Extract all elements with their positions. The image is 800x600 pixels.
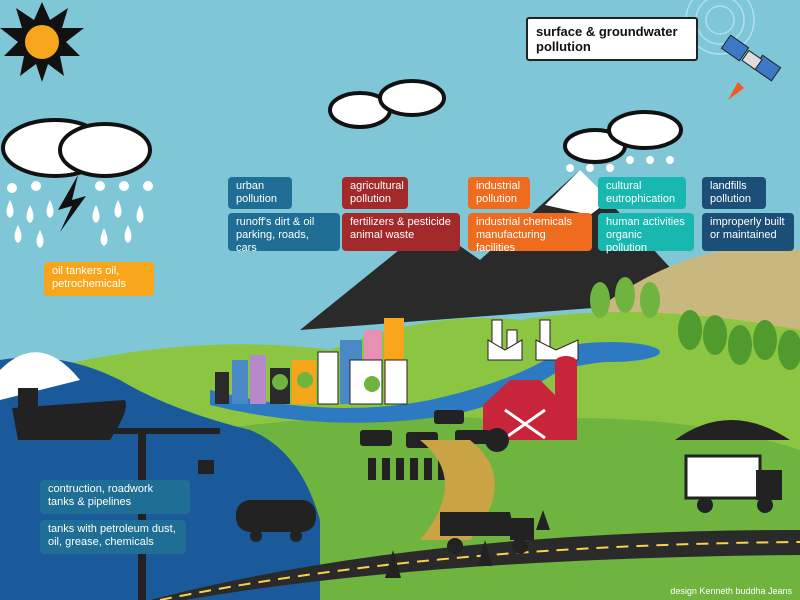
landfills-pollution-detail: improperly built or maintained — [702, 213, 794, 251]
design-credit: design Kenneth buddha Jeans — [670, 586, 792, 596]
garbage-truck-icon — [684, 454, 782, 513]
city-buildings — [215, 318, 408, 405]
urban-pollution-detail: runoff's dirt & oil parking, roads, cars — [228, 213, 340, 254]
rain-cloud-right — [563, 110, 683, 172]
lake — [560, 342, 660, 362]
sun-icon — [0, 2, 84, 82]
construction-label: contruction, roadwork tanks & pipelines — [40, 480, 190, 514]
landfills-pollution-heading: landfills pollution — [702, 177, 766, 209]
oil-tankers-label: oil tankers oil, petrochemicals — [44, 262, 154, 296]
petroleum-tanks-label: tanks with petroleum dust, oil, grease, … — [40, 520, 186, 554]
page-title: surface & groundwater pollution — [526, 17, 698, 61]
landfill-pile — [675, 420, 790, 440]
agricultural-pollution-detail: fertilizers & pesticide animal waste — [342, 213, 460, 251]
urban-pollution-heading: urban pollution — [228, 177, 292, 209]
cultural-eutrophication-detail: human activities organic pollution — [598, 213, 694, 254]
fuel-tank-icon — [236, 500, 316, 542]
oil-tanker-icon — [12, 388, 126, 440]
satellite-icon — [685, 0, 782, 100]
forest — [590, 277, 800, 370]
rain-cloud — [1, 118, 153, 248]
cultural-eutrophication-heading: cultural eutrophication — [598, 177, 686, 209]
crane-icon — [110, 428, 220, 600]
agricultural-pollution-heading: agricultural pollution — [342, 177, 408, 209]
road — [150, 530, 800, 600]
industrial-pollution-heading: industrial pollution — [468, 177, 530, 209]
factory-icon — [487, 319, 579, 361]
cloud — [328, 79, 446, 129]
barn-icon — [483, 356, 577, 440]
industrial-pollution-detail: industrial chemicals manufacturing facil… — [468, 213, 592, 254]
dump-truck-icon — [440, 512, 534, 554]
traffic-cones — [385, 510, 550, 578]
